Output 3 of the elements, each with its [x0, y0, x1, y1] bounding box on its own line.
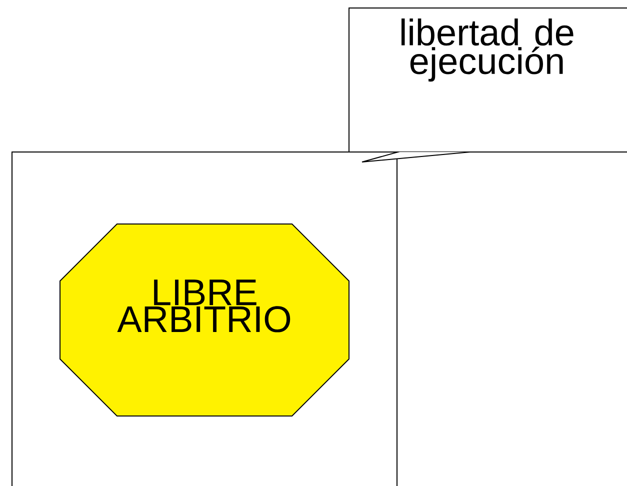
frame-box — [12, 151, 398, 486]
callout-box: libertad de ejecución — [348, 8, 627, 162]
octagon: LIBRE ARBITRIO — [60, 224, 350, 416]
